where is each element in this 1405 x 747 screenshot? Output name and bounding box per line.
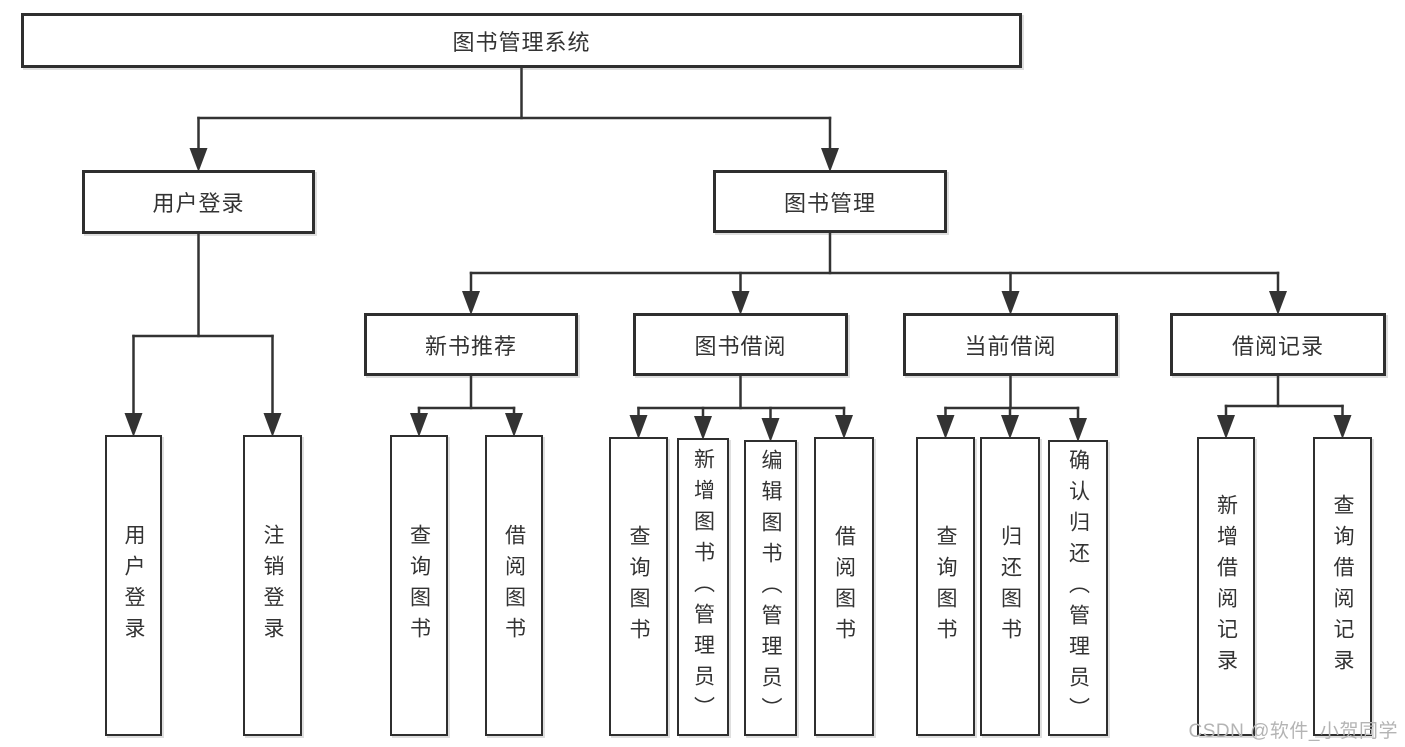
node-leaf-cur-confirm: 确认归还（管理员） bbox=[1048, 440, 1108, 736]
node-leaf-rec-borrow: 借阅图书 bbox=[485, 435, 543, 736]
node-label: 查询图书 bbox=[407, 523, 431, 648]
node-root: 图书管理系统 bbox=[21, 13, 1022, 68]
node-label: 查询借阅记录 bbox=[1331, 493, 1354, 680]
node-leaf-cur-query: 查询图书 bbox=[916, 437, 975, 736]
node-rec: 新书推荐 bbox=[364, 313, 578, 376]
node-label: 借阅图书 bbox=[502, 523, 526, 648]
node-label: 当前借阅 bbox=[964, 333, 1057, 359]
node-leaf-bor-edit: 编辑图书（管理员） bbox=[744, 440, 797, 736]
node-leaf-rcd-query: 查询借阅记录 bbox=[1313, 437, 1372, 736]
node-leaf-rec-query: 查询图书 bbox=[390, 435, 448, 736]
node-label: 新增图书（管理员） bbox=[691, 447, 715, 727]
node-label: 归还图书 bbox=[998, 524, 1022, 649]
node-leaf-logout: 注销登录 bbox=[243, 435, 302, 736]
node-label: 查询图书 bbox=[627, 524, 650, 649]
node-leaf-bor-query: 查询图书 bbox=[609, 437, 668, 736]
node-label: 图书管理 bbox=[783, 190, 876, 216]
node-records: 借阅记录 bbox=[1170, 313, 1386, 376]
node-leaf-bor-borrow: 借阅图书 bbox=[814, 437, 874, 736]
node-leaf-rcd-add: 新增借阅记录 bbox=[1197, 437, 1255, 736]
node-label: 注销登录 bbox=[261, 523, 284, 648]
node-label: 借阅记录 bbox=[1231, 333, 1324, 359]
node-current: 当前借阅 bbox=[903, 313, 1118, 376]
node-borrow: 图书借阅 bbox=[633, 313, 848, 376]
node-label: 用户登录 bbox=[152, 191, 245, 216]
node-label: 查询图书 bbox=[934, 524, 957, 649]
node-mgmt: 图书管理 bbox=[713, 170, 947, 233]
watermark: CSDN @软件_小贺同学 bbox=[1188, 721, 1398, 742]
node-label: 新增借阅记录 bbox=[1214, 493, 1238, 680]
node-label: 用户登录 bbox=[122, 523, 145, 648]
node-label: 编辑图书（管理员） bbox=[759, 448, 782, 728]
node-label: 借阅图书 bbox=[832, 524, 856, 649]
node-label: 图书管理系统 bbox=[452, 29, 591, 55]
node-label: 图书借阅 bbox=[694, 333, 787, 359]
node-label: 确认归还（管理员） bbox=[1066, 448, 1090, 728]
node-login: 用户登录 bbox=[82, 170, 315, 234]
node-label: 新书推荐 bbox=[424, 333, 517, 359]
node-leaf-cur-return: 归还图书 bbox=[980, 437, 1040, 736]
node-leaf-bor-add: 新增图书（管理员） bbox=[677, 438, 729, 736]
node-leaf-user-login: 用户登录 bbox=[105, 435, 162, 736]
